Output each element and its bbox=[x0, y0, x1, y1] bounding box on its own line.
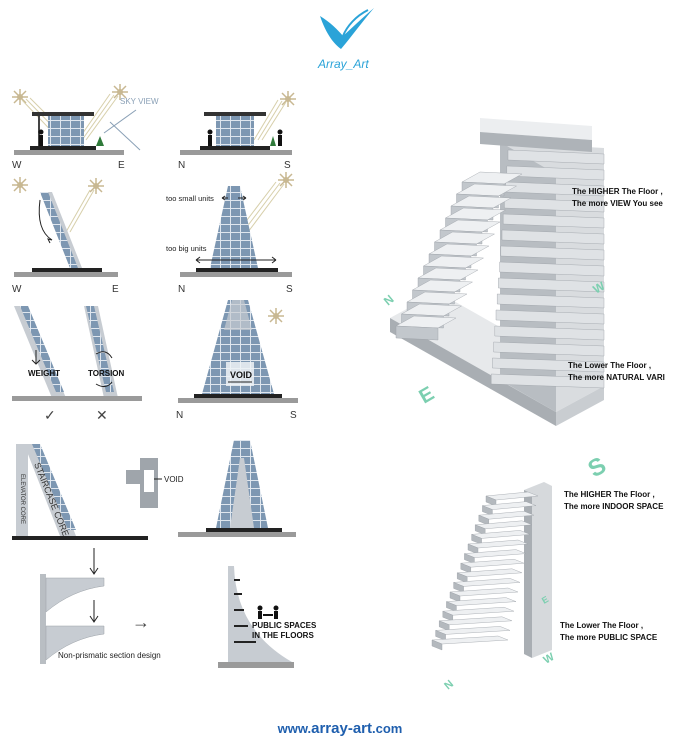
building-top: The HIGHER The Floor , The more VIEW You… bbox=[381, 118, 665, 483]
too-big-units-label: too big units bbox=[166, 244, 207, 253]
floor-slab bbox=[503, 213, 605, 229]
floor-slab bbox=[493, 341, 605, 357]
tree-icon bbox=[96, 136, 104, 146]
direction-w: W bbox=[12, 160, 22, 171]
sun-icon bbox=[12, 177, 28, 193]
floor-slab bbox=[497, 293, 605, 309]
note-public-line1: The Lower The Floor , bbox=[560, 621, 643, 630]
panel-public-spaces: PUBLIC SPACES IN THE FLOORS bbox=[218, 566, 317, 668]
step-front bbox=[395, 325, 439, 341]
public-spaces-line2: IN THE FLOORS bbox=[252, 631, 314, 640]
website-url[interactable]: www.array-art.com bbox=[277, 720, 403, 737]
panel-slanted-tower: W E bbox=[12, 177, 119, 295]
person-icon bbox=[277, 129, 283, 146]
panel-void-tower bbox=[178, 440, 296, 537]
right-arrow: → bbox=[132, 612, 150, 632]
website-url-prefix: www. bbox=[277, 721, 311, 736]
note-natural-line2: The more NATURAL VARI bbox=[568, 373, 665, 382]
website-url-main: array-art bbox=[311, 720, 372, 737]
elevator-core-label: ELEVATOR CORE bbox=[19, 474, 25, 524]
sun-icon bbox=[278, 172, 294, 188]
note-indoor-line2: The more INDOOR SPACE bbox=[564, 502, 664, 511]
floor-slab bbox=[499, 261, 605, 277]
direction-n: N bbox=[178, 284, 185, 295]
weight-label: WEIGHT bbox=[28, 369, 60, 378]
panel-weight-torsion: WEIGHT TORSION ✓ ✕ bbox=[12, 306, 142, 423]
direction-s: S bbox=[290, 410, 297, 421]
direction-n: N bbox=[176, 410, 183, 421]
logo: Array_Art bbox=[317, 8, 374, 71]
floor-slab bbox=[495, 309, 605, 325]
website-url-suffix: .com bbox=[372, 721, 402, 736]
logo-text: Array_Art bbox=[317, 57, 369, 71]
building-top-right-steps bbox=[491, 149, 605, 389]
logo-swoosh bbox=[320, 8, 374, 49]
panel-cores: ELEVATOR CORE STAIRCASE CORE VOID bbox=[12, 444, 184, 540]
void-label: VOID bbox=[230, 370, 253, 380]
floor-slab bbox=[500, 245, 605, 261]
torsion-label: TORSION bbox=[88, 369, 125, 378]
compass-s: S bbox=[584, 452, 611, 483]
panel-ns-house: N S bbox=[178, 91, 296, 171]
direction-n: N bbox=[178, 160, 185, 171]
floor-slab bbox=[498, 277, 605, 293]
note-natural-line1: The Lower The Floor , bbox=[568, 361, 651, 370]
floor-slab bbox=[506, 165, 605, 181]
panel-sky-view: SKY VIEW W E bbox=[12, 84, 159, 171]
sun-icon bbox=[12, 89, 28, 105]
sun-icon bbox=[88, 178, 104, 194]
floor-slab bbox=[504, 197, 605, 213]
building-top-left-steps bbox=[395, 171, 523, 341]
compass-n: N bbox=[381, 292, 397, 308]
direction-e: E bbox=[112, 284, 119, 295]
slab-side bbox=[431, 639, 443, 651]
floor-slab bbox=[507, 149, 605, 165]
direction-s: S bbox=[286, 284, 293, 295]
cross-mark: ✕ bbox=[96, 407, 108, 423]
section-caption: Non-prismatic section design bbox=[58, 651, 161, 660]
floor-slab bbox=[494, 325, 605, 341]
note-view-line1: The HIGHER The Floor , bbox=[572, 187, 663, 196]
compass-e: E bbox=[540, 594, 550, 606]
panel-void: VOID N S bbox=[176, 300, 298, 421]
people-table-icon bbox=[257, 605, 279, 619]
building-bottom: The HIGHER The Floor , The more INDOOR S… bbox=[431, 482, 664, 692]
sun-icon bbox=[280, 91, 296, 107]
direction-s: S bbox=[284, 160, 291, 171]
sun-icon bbox=[268, 308, 284, 324]
direction-w: W bbox=[12, 284, 22, 295]
sun-icon bbox=[112, 84, 128, 100]
note-indoor-line1: The HIGHER The Floor , bbox=[564, 490, 655, 499]
note-public-line2: The more PUBLIC SPACE bbox=[560, 633, 658, 642]
note-view-line2: The more VIEW You see bbox=[572, 199, 663, 208]
floor-slab bbox=[491, 373, 605, 389]
public-spaces-line1: PUBLIC SPACES bbox=[252, 621, 317, 630]
floor-slab bbox=[492, 357, 605, 373]
panel-unit-sizes: too small units too big units N S bbox=[166, 172, 294, 295]
direction-e: E bbox=[118, 160, 125, 171]
building-bottom-steps bbox=[431, 491, 539, 651]
compass-e: E bbox=[416, 383, 439, 409]
floor-slab bbox=[501, 229, 605, 245]
too-small-units-label: too small units bbox=[166, 194, 214, 203]
void-label: VOID bbox=[164, 475, 184, 484]
compass-n: N bbox=[442, 678, 456, 692]
check-mark: ✓ bbox=[44, 407, 56, 423]
sky-view-label: SKY VIEW bbox=[120, 97, 159, 106]
tree-icon bbox=[270, 136, 276, 146]
person-icon bbox=[207, 129, 213, 146]
panel-section-design: Non-prismatic section design → bbox=[40, 548, 161, 664]
person-icon bbox=[38, 129, 44, 146]
